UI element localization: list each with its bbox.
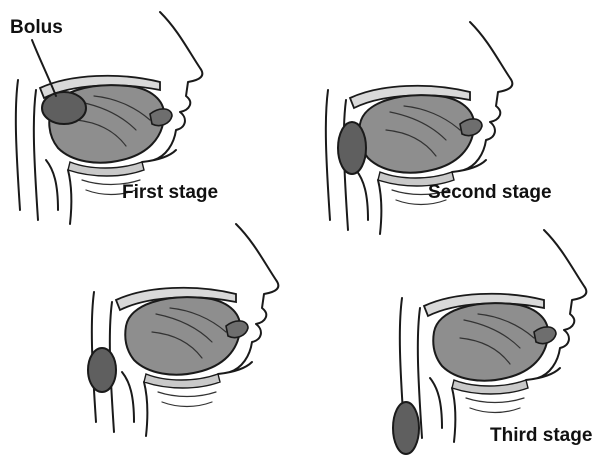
panel-third-image: [88, 224, 278, 436]
bolus-shape: [338, 122, 366, 174]
bolus-shape: [88, 348, 116, 392]
second-stage-label: Second stage: [428, 183, 552, 202]
bolus-label: Bolus: [10, 18, 63, 37]
first-stage-label: First stage: [122, 183, 218, 202]
bolus-shape: [42, 92, 86, 124]
third-stage-label: Third stage: [490, 426, 592, 445]
panel-third-stage: [393, 230, 586, 454]
bolus-shape: [393, 402, 419, 454]
